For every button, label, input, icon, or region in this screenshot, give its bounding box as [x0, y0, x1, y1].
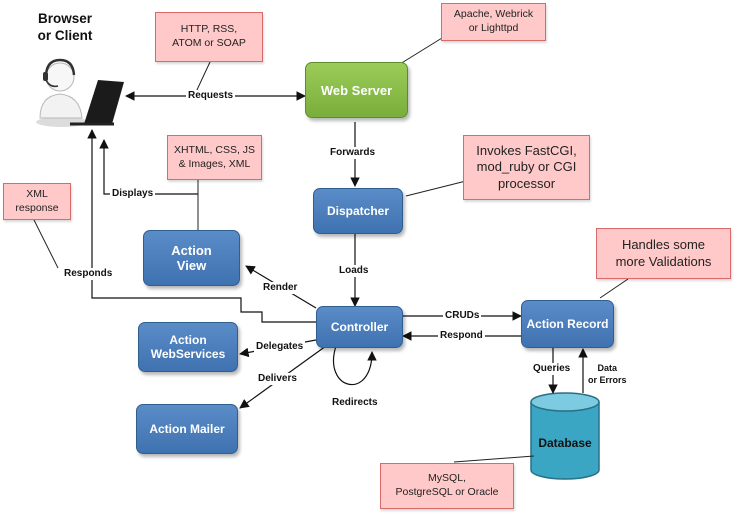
redirects-arrow — [333, 345, 377, 386]
redirects-label: Redirects — [332, 397, 378, 408]
displays-arrow — [99, 139, 198, 195]
queries-label: Queries — [531, 363, 573, 375]
note-xml-response: XML response — [3, 183, 71, 220]
browser-client-label: Browser or Client — [37, 11, 93, 43]
database-label: Database — [538, 436, 592, 450]
controller-node[interactable]: Controller — [316, 306, 403, 348]
action-webservices-node[interactable]: Action WebServices — [138, 322, 238, 372]
web-server-node[interactable]: Web Server — [305, 62, 408, 118]
note-http-formats: HTTP, RSS, ATOM or SOAP — [155, 12, 263, 62]
responds-arrow — [87, 129, 316, 323]
action-mailer-node[interactable]: Action Mailer — [136, 404, 238, 454]
database-cylinder — [530, 392, 600, 480]
delegates-label: Delegates — [254, 341, 306, 353]
note-web-servers: Apache, Webrick or Lighttpd — [441, 3, 546, 41]
note-connectors — [33, 37, 629, 463]
data-errors-label: Data or Errors — [586, 362, 629, 386]
dispatcher-node[interactable]: Dispatcher — [313, 188, 403, 234]
note-validations: Handles some more Validations — [596, 228, 731, 279]
action-record-node[interactable]: Action Record — [521, 300, 614, 348]
note-databases: MySQL, PostgreSQL or Oracle — [380, 463, 514, 509]
note-fastcgi: Invokes FastCGI, mod_ruby or CGI process… — [463, 135, 590, 200]
action-view-node[interactable]: Action View — [143, 230, 240, 286]
respond-label: Respond — [438, 330, 485, 342]
displays-label: Displays — [110, 188, 156, 200]
cruds-label: CRUDs — [443, 310, 482, 322]
responds-label: Responds — [62, 268, 115, 280]
client-user-icon — [36, 58, 124, 127]
loads-label: Loads — [337, 265, 371, 277]
render-label: Render — [261, 282, 300, 294]
forwards-label: Forwards — [328, 147, 378, 159]
requests-label: Requests — [186, 90, 236, 102]
delivers-label: Delivers — [256, 373, 299, 385]
note-view-formats: XHTML, CSS, JS & Images, XML — [167, 135, 262, 180]
